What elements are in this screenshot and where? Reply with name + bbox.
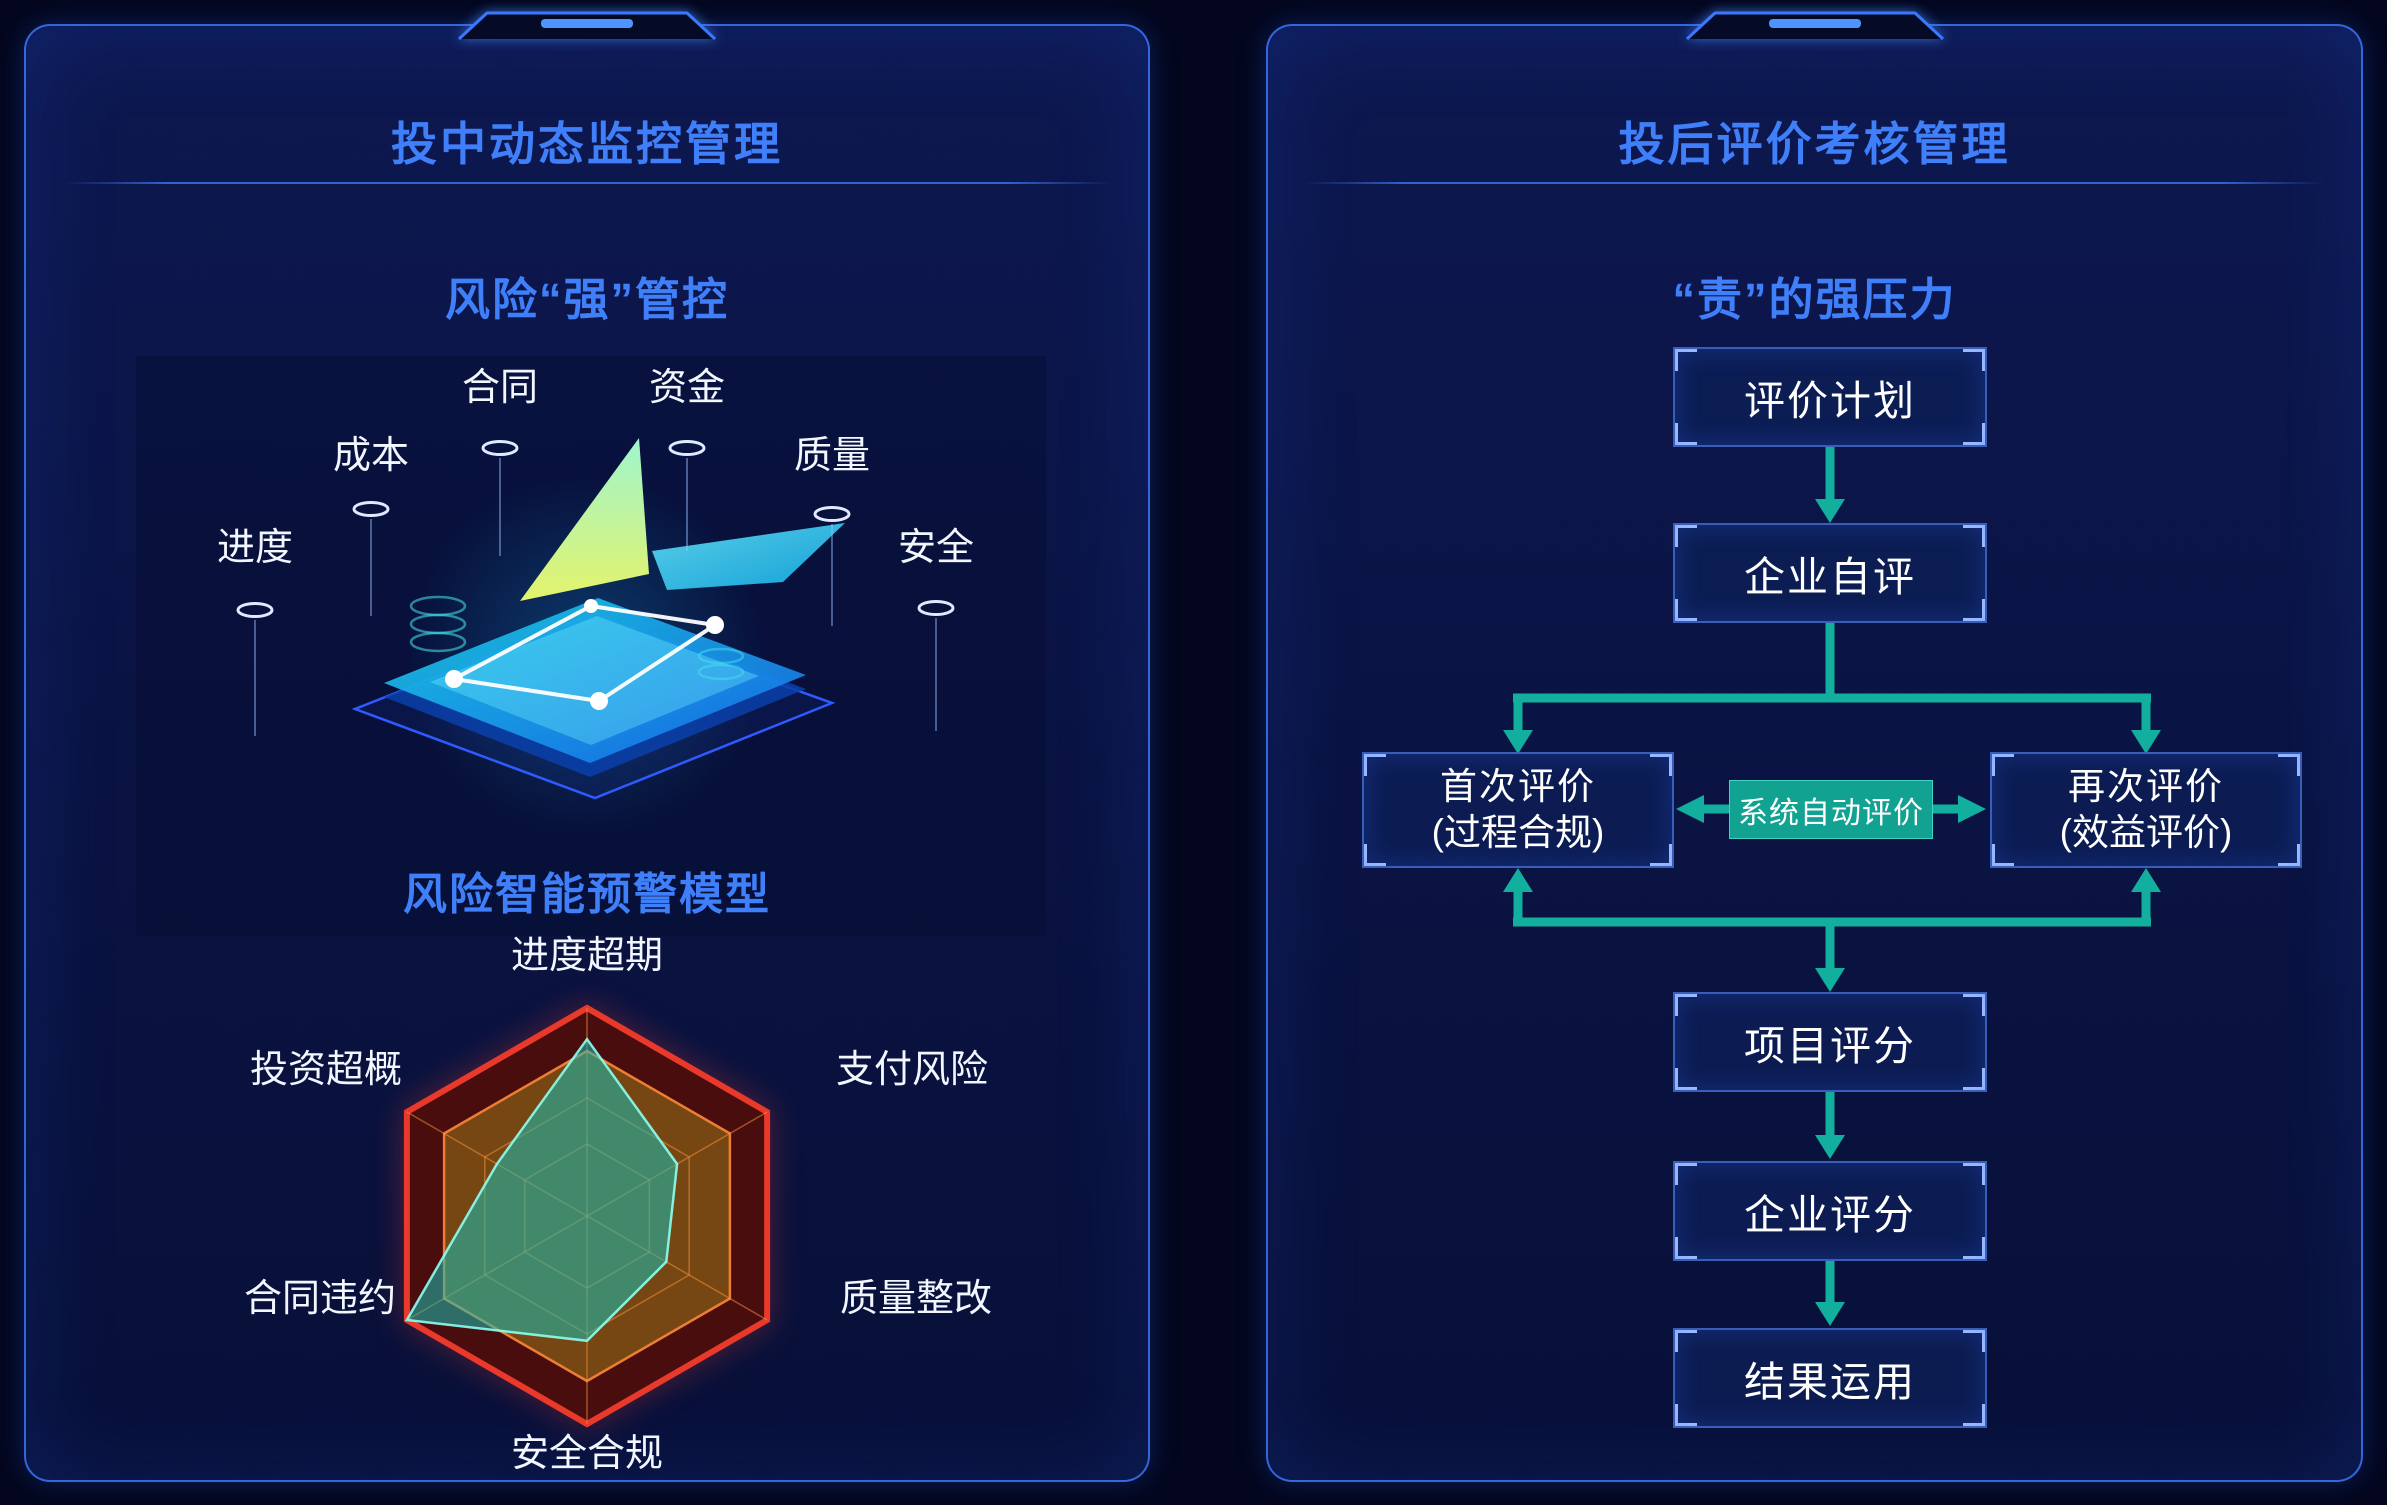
- notch-bar: [541, 19, 633, 28]
- radar-chart-title: 风险智能预警模型: [403, 870, 771, 919]
- marker-rings: [236, 440, 955, 618]
- risk-control-illustration: 合同 资金 成本 质量 进度 安全: [136, 356, 1046, 936]
- notch-bar: [1768, 19, 1861, 28]
- risk-label-quality: 质量: [793, 435, 870, 477]
- node-dots: [445, 599, 724, 710]
- radar-plot: [403, 1004, 771, 1428]
- page-title: 投中动态监控管理: [391, 118, 783, 170]
- plane-wing: [652, 523, 845, 590]
- platform-top: [384, 598, 806, 763]
- title-divider: [1304, 182, 2325, 184]
- panel-during-investment-monitoring: 投中动态监控管理 风险“强”管控: [24, 11, 1150, 1484]
- risk-label-cost: 成本: [332, 435, 409, 477]
- radar-label-payment-risk: 支付风险: [835, 1049, 988, 1091]
- plane-sail: [520, 438, 649, 601]
- flow-box-label: 系统自动评价: [1738, 796, 1924, 830]
- page-title: 投后评价考核管理: [1618, 118, 2011, 170]
- flow-box-sublabel: (过程合规): [1431, 812, 1605, 853]
- risk-label-progress: 进度: [216, 527, 293, 569]
- section-subtitle: 风险“强”管控: [444, 274, 729, 325]
- radar-label-progress-overdue: 进度超期: [510, 935, 663, 977]
- flow-box-label: 企业自评: [1744, 554, 1916, 600]
- isometric-risk-illustration: [236, 438, 955, 836]
- panel-top-notch: [1685, 11, 1944, 40]
- flow-box-label: 结果运用: [1744, 1359, 1916, 1405]
- flow-arrows: [1503, 447, 2161, 1326]
- node-quad: [453, 604, 717, 703]
- ring-stack-right: [697, 647, 745, 681]
- flow-box-first-evaluation: 首次评价 (过程合规): [1362, 752, 1674, 868]
- title-divider: [62, 182, 1112, 184]
- ring-stack-left: [409, 595, 467, 653]
- risk-radar-chart: 进度超期 支付风险 质量整改 安全合规 合同违约 投资超概: [26, 906, 1148, 1484]
- section-subtitle: “责”的强压力: [1672, 274, 1957, 325]
- flow-box-company-score: 企业评分: [1673, 1161, 1987, 1261]
- flow-box-label: 再次评价: [2068, 765, 2224, 807]
- panel-top-notch: [457, 11, 717, 40]
- radar-label-over-budget: 投资超概: [249, 1049, 402, 1091]
- flow-box-result-use: 结果运用: [1673, 1328, 1987, 1428]
- flow-box-label: 项目评分: [1744, 1023, 1916, 1069]
- marker-lines: [254, 458, 937, 736]
- flow-box-sublabel: (效益评价): [2059, 812, 2233, 853]
- flow-box-label: 首次评价: [1440, 765, 1596, 807]
- flow-box-project-score: 项目评分: [1673, 992, 1987, 1092]
- radar-label-contract-breach: 合同违约: [243, 1278, 396, 1320]
- risk-label-funds: 资金: [648, 367, 725, 409]
- radar-data-polygon: [404, 1037, 679, 1343]
- flow-box-re-evaluation: 再次评价 (效益评价): [1990, 752, 2302, 868]
- flow-box-system-auto-eval: 系统自动评价: [1729, 780, 1933, 839]
- flow-box-evaluation-plan: 评价计划: [1673, 347, 1987, 447]
- panel-post-investment-evaluation: 投后评价考核管理 “责”的强压力: [1266, 11, 2363, 1482]
- risk-label-safety: 安全: [897, 527, 974, 569]
- flow-box-label: 评价计划: [1744, 378, 1916, 424]
- flow-box-label: 企业评分: [1744, 1192, 1916, 1238]
- radar-label-safety-compliance: 安全合规: [510, 1433, 663, 1475]
- risk-label-contract: 合同: [461, 367, 538, 409]
- flow-box-enterprise-self-eval: 企业自评: [1673, 523, 1987, 623]
- radar-label-quality-rectify: 质量整改: [839, 1278, 992, 1320]
